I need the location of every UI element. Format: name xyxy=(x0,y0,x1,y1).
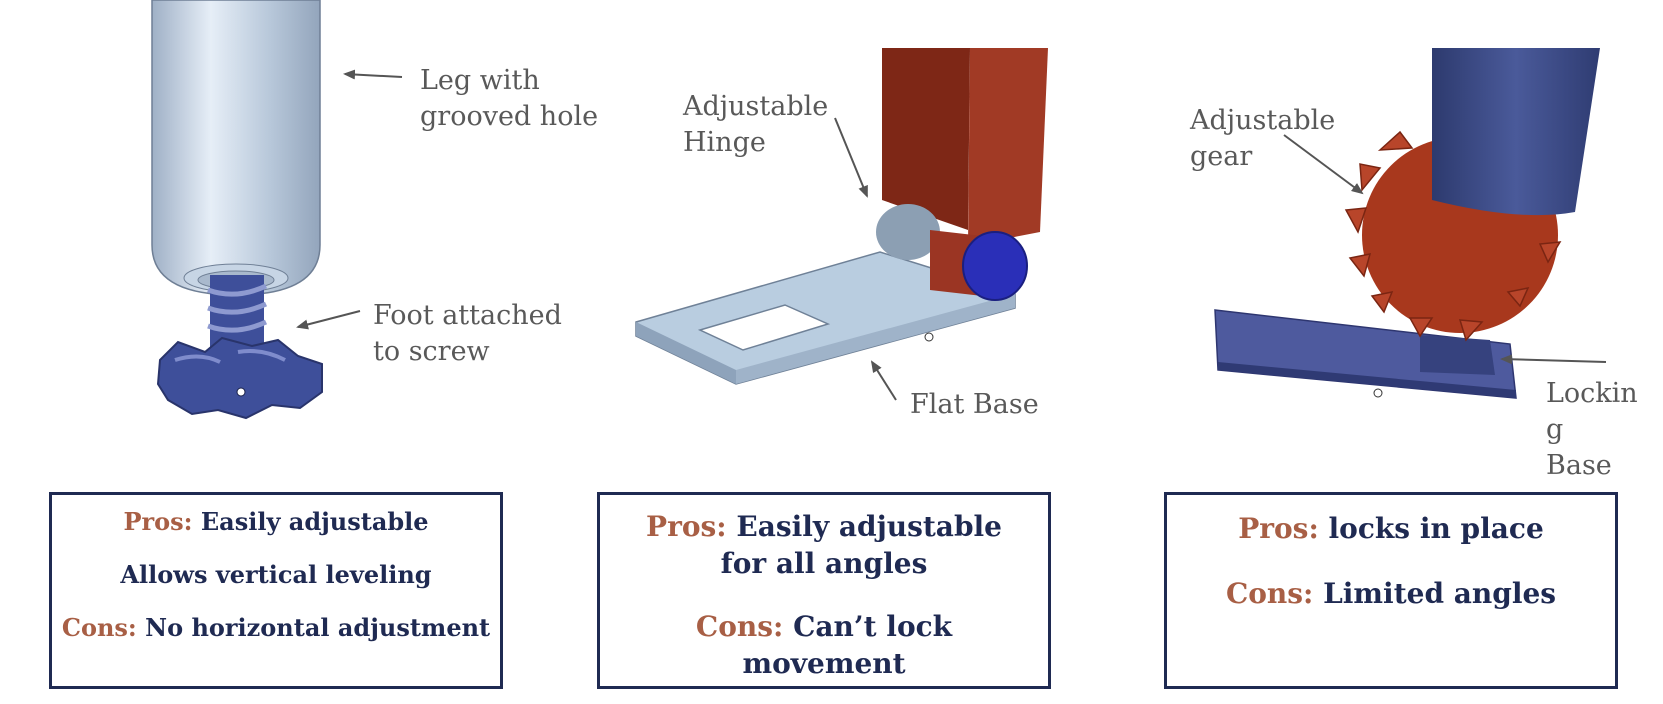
label-hinge: Adjustable Hinge xyxy=(683,91,829,158)
cons-line-2: Cons: Can’t lock movement xyxy=(640,608,1008,682)
cons-keyword: Cons: xyxy=(1225,577,1314,610)
pros-keyword: Pros: xyxy=(646,510,727,543)
label-locking-base: Lockin g Base xyxy=(1546,378,1638,481)
pros-text: Easily adjustable xyxy=(192,507,429,536)
cons-line-1: Cons: No horizontal adjustment xyxy=(52,614,500,642)
pros-text: locks in place xyxy=(1318,512,1544,545)
arrow-foot xyxy=(296,310,361,330)
pros-line-2: Pros: Easily adjustable for all angles xyxy=(640,508,1008,582)
label-gear: Adjustable gear xyxy=(1190,105,1336,172)
cons-text: No horizontal adjustment xyxy=(136,613,491,642)
pros-line-1: Pros: Easily adjustable xyxy=(52,508,500,536)
extra-line-1: Allows vertical leveling xyxy=(120,560,432,589)
leg-with-screw-foot-illustration xyxy=(151,0,323,420)
cons-text: Can’t lock movement xyxy=(742,610,953,680)
pros-cons-box-2: Pros: Easily adjustable for all angles C… xyxy=(597,492,1051,689)
label-leg: Leg with grooved hole xyxy=(420,65,599,132)
arrow-hinge xyxy=(834,117,868,198)
hinge-flat-base-illustration xyxy=(635,48,1048,385)
label-flat-base: Flat Base xyxy=(910,389,1039,420)
arrow-flat-base xyxy=(870,360,897,401)
label-foot: Foot attached to screw xyxy=(373,300,562,367)
cons-line-3: Cons: Limited angles xyxy=(1167,576,1615,612)
pros-cons-box-1: Pros: Easily adjustable Allows vertical … xyxy=(49,492,503,689)
gear-locking-base-illustration xyxy=(1214,48,1600,399)
pros-cons-box-3: Pros: locks in place Cons: Limited angle… xyxy=(1164,492,1618,689)
pros-keyword: Pros: xyxy=(123,507,193,536)
cons-text: Limited angles xyxy=(1313,577,1557,610)
cons-keyword: Cons: xyxy=(61,613,137,642)
pros-keyword: Pros: xyxy=(1238,512,1319,545)
pros-text: Easily adjustable for all angles xyxy=(720,510,1002,580)
arrow-leg xyxy=(343,69,403,80)
pros-line-3: Pros: locks in place xyxy=(1167,511,1615,547)
cons-keyword: Cons: xyxy=(695,610,784,643)
arrow-locking-base xyxy=(1500,354,1607,365)
arrow-gear xyxy=(1283,134,1364,195)
